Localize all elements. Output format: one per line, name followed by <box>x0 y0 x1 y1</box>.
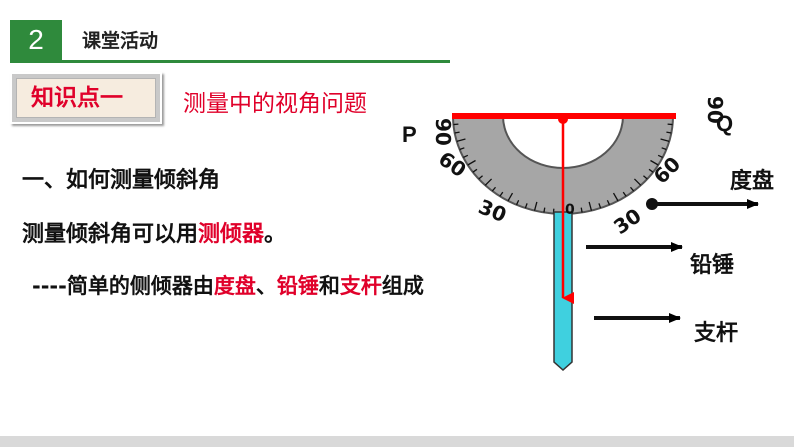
dial-tick <box>580 207 583 213</box>
dial-tick <box>499 191 504 197</box>
dial-tick <box>661 147 667 151</box>
components-sentence: ----简单的侧倾器由度盘、铅锤和支杆组成 <box>32 270 424 300</box>
dial-tick <box>598 203 602 209</box>
rod-label: 支杆 <box>694 321 738 346</box>
tick-90-left: 90 <box>431 118 455 146</box>
dial-tick <box>459 147 465 151</box>
dial-tick <box>606 200 611 206</box>
point-q-label: Q <box>716 111 733 136</box>
dial-tick <box>657 154 663 159</box>
dial-tick <box>622 191 627 197</box>
plumb-label: 铅锤 <box>690 252 734 278</box>
instrument-name: 测倾器 <box>198 222 265 247</box>
header-divider <box>10 60 450 63</box>
components-prefix: ----简单的侧倾器由 <box>32 274 214 298</box>
tick-30-right: 30 <box>609 203 646 239</box>
dial-tick <box>491 186 497 192</box>
dial-tick <box>633 178 642 186</box>
section-number: 2 <box>10 20 62 60</box>
point-p-label: P <box>402 122 417 147</box>
dial-tick <box>454 131 460 134</box>
dial-tick <box>507 192 514 202</box>
dial-tick <box>629 186 635 192</box>
dial-tick <box>472 168 478 173</box>
knowledge-point-badge: 知识点一 <box>10 72 162 124</box>
components-sep-1: 、 <box>255 274 277 298</box>
dial-tick <box>543 207 546 213</box>
instrument-sentence-suffix: 。 <box>264 222 287 247</box>
dial-tick <box>478 175 483 180</box>
section-heading: 一、如何测量倾斜角 <box>22 168 221 193</box>
tick-0: 0 <box>565 202 575 218</box>
dial-tick <box>456 138 466 142</box>
dial-label: 度盘 <box>730 168 774 194</box>
component-dial: 度盘 <box>213 274 256 298</box>
dial-tick <box>533 201 538 211</box>
tick-90-right: 90 <box>703 96 727 124</box>
dial-tick <box>524 203 528 209</box>
components-suffix: 组成 <box>381 274 424 298</box>
knowledge-point-label: 知识点一 <box>16 78 156 118</box>
knowledge-point-title: 测量中的视角问题 <box>183 91 367 117</box>
dial-tick <box>650 159 659 166</box>
instrument-sentence: 测量倾斜角可以用测倾器。 <box>22 216 286 248</box>
components-sep-2: 和 <box>318 274 340 298</box>
dial-tick <box>484 178 493 186</box>
dial-tick <box>463 154 469 159</box>
dial-tick <box>588 201 593 211</box>
dial-tick <box>515 200 520 206</box>
page-title: 课堂活动 <box>82 30 159 52</box>
dial-tick <box>660 138 670 142</box>
dial-tick <box>612 192 619 202</box>
instrument-sentence-prefix: 测量倾斜角可以用 <box>22 222 199 247</box>
footer-bar <box>0 436 794 447</box>
dial-tick <box>666 131 672 134</box>
component-plumb: 铅锤 <box>276 274 319 298</box>
dial-tick <box>648 168 654 173</box>
dial-tick <box>467 159 476 166</box>
dial-tick <box>643 175 648 180</box>
component-rod: 支杆 <box>339 274 382 298</box>
pivot-dot <box>558 114 568 124</box>
